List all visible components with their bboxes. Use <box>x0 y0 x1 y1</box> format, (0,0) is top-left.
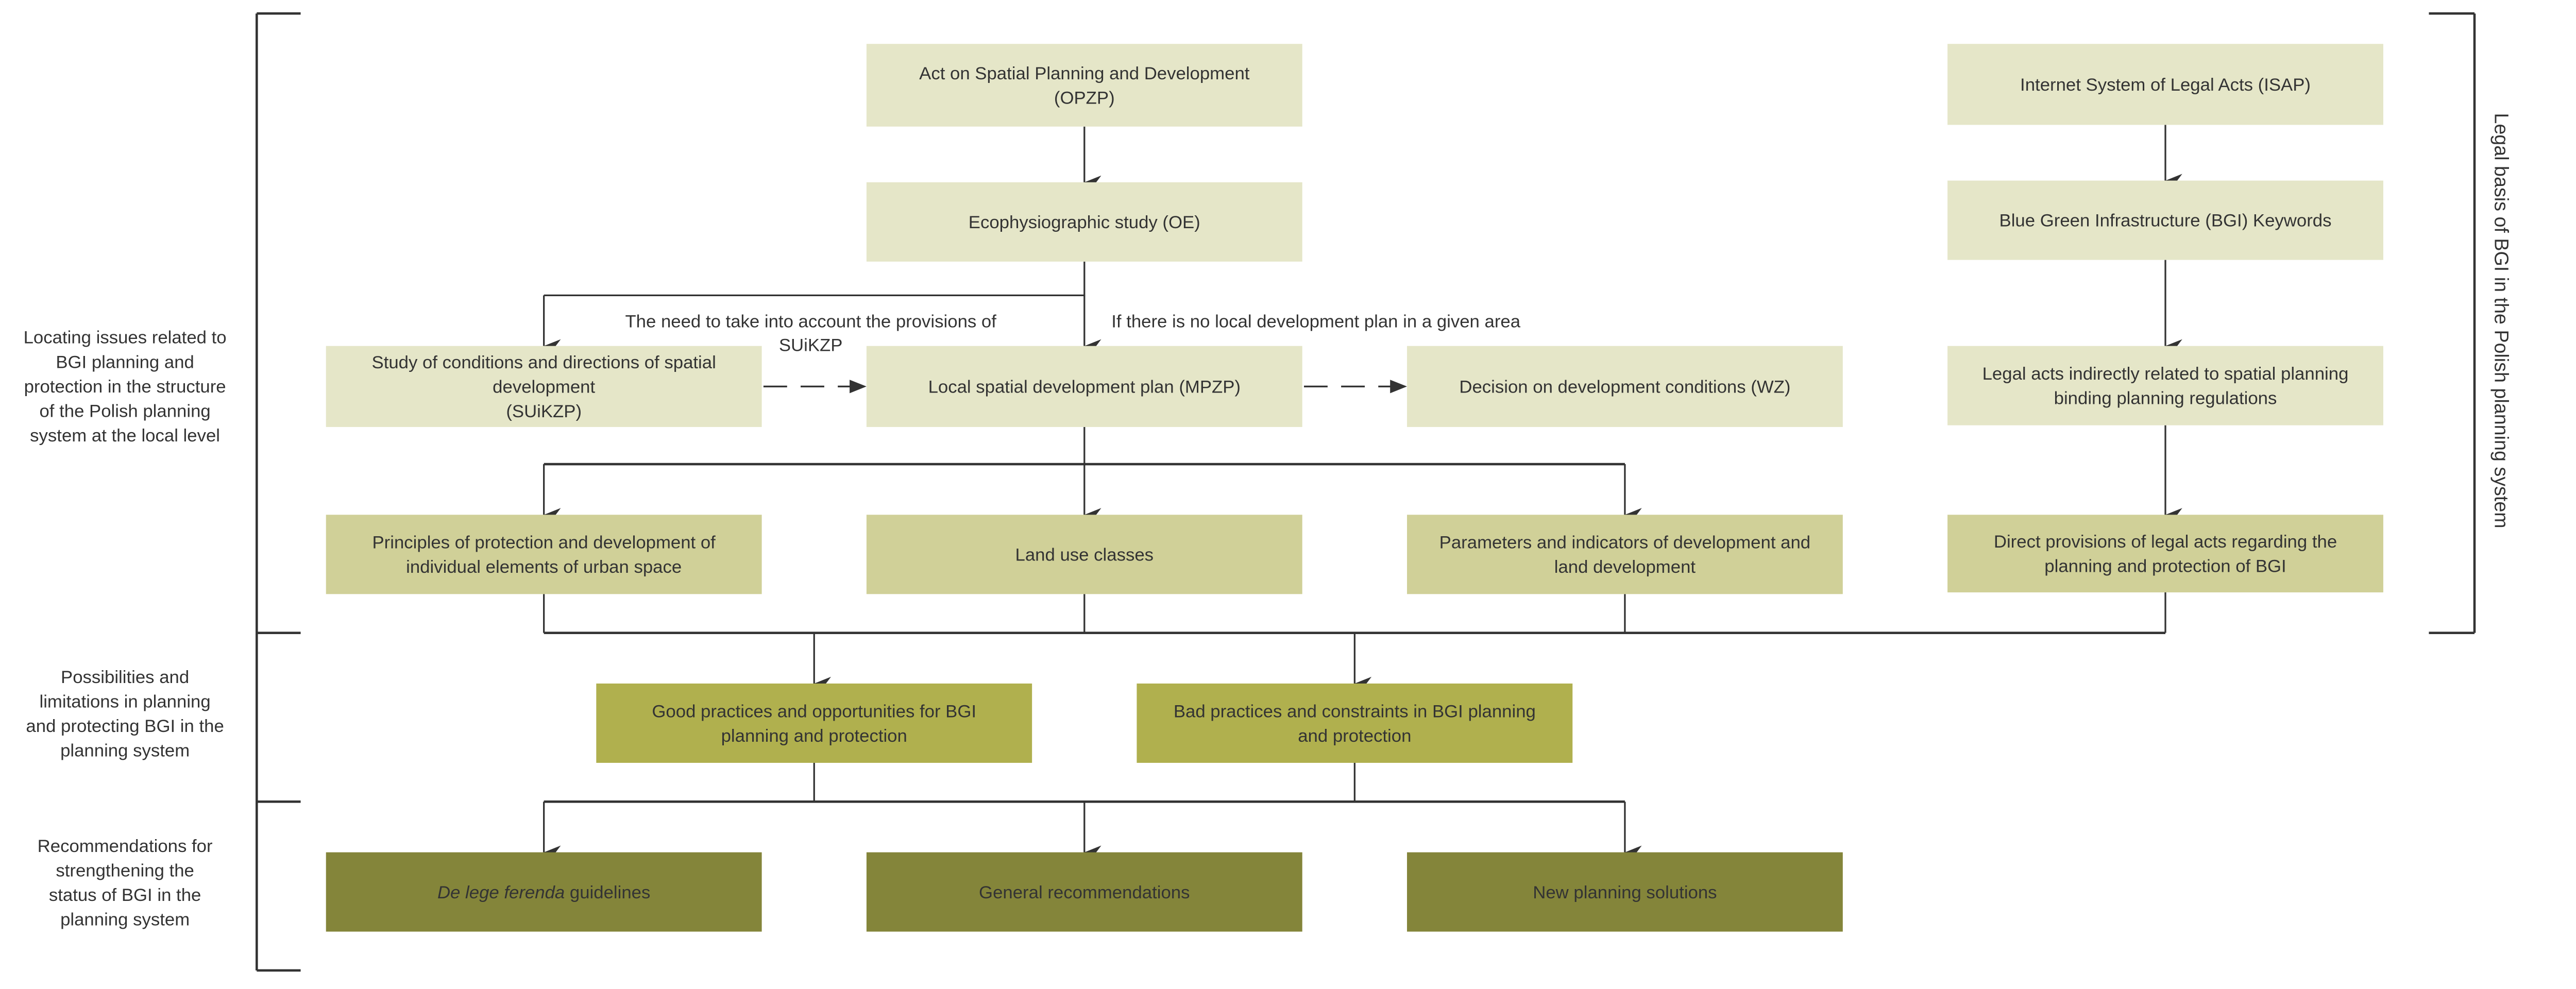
box-background <box>326 852 762 932</box>
box-new-solutions: New planning solutions <box>1406 852 1843 932</box>
box-oe: Ecophysiographic study (OE) <box>866 182 1302 262</box>
box-label: Decision on development conditions (WZ) <box>1459 377 1790 397</box>
box-background <box>1137 683 1573 763</box>
box-background <box>596 683 1032 763</box>
labels: The need to take into account the provis… <box>24 312 1521 930</box>
box-background <box>1947 515 2383 593</box>
box-label: planning and protection <box>721 726 907 746</box>
edge-label-no-plan: If there is no local development plan in… <box>1111 312 1521 332</box>
box-parameters: Parameters and indicators of development… <box>1406 515 1843 594</box>
box-background <box>866 44 1302 127</box>
box-label: Bad practices and constraints in BGI pla… <box>1174 702 1536 721</box>
section-label-1: BGI planning and <box>56 352 194 372</box>
box-label: Ecophysiographic study (OE) <box>969 213 1200 232</box>
box-label: Blue Green Infrastructure (BGI) Keywords <box>1999 211 2332 231</box>
box-label: planning and protection of BGI <box>2044 557 2286 576</box>
edge-label-need-provisions: The need to take into account the provis… <box>625 312 996 332</box>
section-label-3: status of BGI in the <box>49 885 201 905</box>
box-background <box>866 852 1302 932</box>
box-label: Legal acts indirectly related to spatial… <box>1982 364 2349 384</box>
right-bracket-label: Legal basis of BGI in the Polish plannin… <box>2490 113 2512 528</box>
section-label-2: limitations in planning <box>40 692 211 712</box>
box-label: development <box>493 377 595 397</box>
box-background <box>866 515 1302 594</box>
box-principles: Principles of protection and development… <box>326 515 762 594</box>
box-label: General recommendations <box>979 883 1190 902</box>
left-bracket <box>256 12 301 972</box>
section-label-3: planning system <box>60 910 190 929</box>
section-label-3: Recommendations for <box>38 837 213 856</box>
box-label: Direct provisions of legal acts regardin… <box>1994 532 2337 552</box>
box-label: Study of conditions and directions of sp… <box>372 353 716 372</box>
box-background <box>1406 852 1843 932</box>
box-land-use: Land use classes <box>866 515 1302 594</box>
box-general: General recommendations <box>866 852 1302 932</box>
box-label: (SUiKZP) <box>506 402 582 421</box>
box-bad: Bad practices and constraints in BGI pla… <box>1137 683 1573 763</box>
edge-label-need-provisions: SUiKZP <box>779 336 843 355</box>
box-label: Principles of protection and development… <box>372 533 716 553</box>
box-legal-acts: Legal acts indirectly related to spatial… <box>1947 346 2383 425</box>
box-label: individual elements of urban space <box>406 557 682 577</box>
box-label: Good practices and opportunities for BGI <box>652 702 976 721</box>
box-de-lege: De lege ferenda guidelines <box>326 852 762 932</box>
section-label-1: protection in the structure <box>24 377 226 397</box>
box-background <box>1947 44 2383 125</box>
box-good: Good practices and opportunities for BGI… <box>596 683 1032 763</box>
box-label: New planning solutions <box>1533 883 1717 902</box>
box-direct-provisions: Direct provisions of legal acts regardin… <box>1947 515 2383 593</box>
box-suikzp: Study of conditions and directions of sp… <box>326 346 762 427</box>
boxes: Act on Spatial Planning and Development (… <box>326 44 2383 932</box>
section-label-3: strengthening the <box>56 861 194 880</box>
section-label-2: Possibilities and <box>61 668 189 687</box>
connector-oe-branch <box>544 261 1086 297</box>
section-label-1: Locating issues related to <box>24 328 227 348</box>
box-label: Local spatial development plan (MPZP) <box>928 377 1241 397</box>
box-background <box>326 346 762 427</box>
section-label-1: of the Polish planning <box>39 401 210 421</box>
connectors <box>543 125 2182 859</box>
box-background <box>1406 346 1843 427</box>
box-wz: Decision on development conditions (WZ) <box>1406 346 1843 427</box>
box-keywords: Blue Green Infrastructure (BGI) Keywords <box>1947 180 2383 260</box>
box-background <box>1947 346 2383 425</box>
box-label-rest: guidelines <box>565 883 650 902</box>
box-label: Parameters and indicators of development… <box>1439 533 1810 553</box>
box-label: land development <box>1554 557 1696 577</box>
box-label: Act on Spatial Planning and Development <box>919 64 1250 83</box>
box-mpzp: Local spatial development plan (MPZP) <box>866 346 1302 427</box>
box-background <box>866 346 1302 427</box>
section-label-2: and protecting BGI in the <box>26 717 224 736</box>
box-isap: Internet System of Legal Acts (ISAP) <box>1947 44 2383 125</box>
box-label: and protection <box>1298 726 1411 746</box>
box-label: (OPZP) <box>1054 88 1115 108</box>
box-background <box>1406 515 1843 594</box>
section-label-2: planning system <box>60 741 190 761</box>
box-label-italic: De lege ferenda <box>437 883 565 902</box>
section-label-1: system at the local level <box>30 426 220 446</box>
box-label: Land use classes <box>1015 545 1154 565</box>
box-background <box>326 515 762 594</box>
box-label: Internet System of Legal Acts (ISAP) <box>2020 75 2311 95</box>
box-label: De lege ferenda guidelines <box>437 883 650 902</box>
right-bracket <box>2429 12 2476 634</box>
box-label: binding planning regulations <box>2054 389 2277 408</box>
box-opzp: Act on Spatial Planning and Development (… <box>866 44 1302 127</box>
box-background <box>866 182 1302 262</box>
box-background <box>1947 180 2383 260</box>
